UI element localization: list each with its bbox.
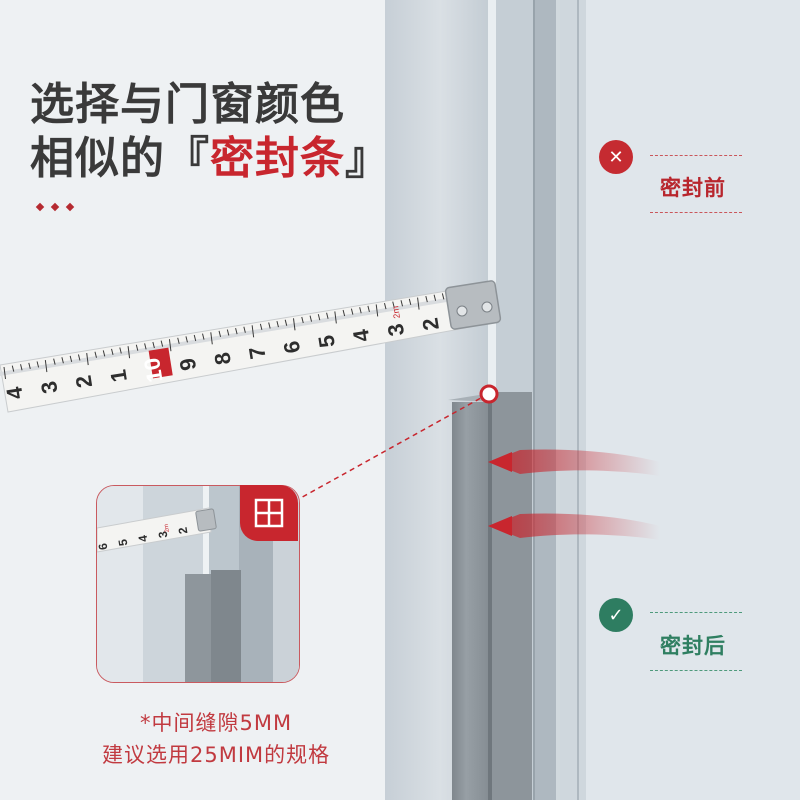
tape-tick <box>425 295 428 303</box>
tape-digit: 9 <box>175 356 202 372</box>
tape-tick <box>210 332 213 345</box>
tape-tick <box>326 312 329 319</box>
tape-tick <box>86 353 89 366</box>
divider-line <box>650 670 742 671</box>
decorative-dots <box>35 202 75 212</box>
tape-tick <box>127 346 131 359</box>
tape-tick <box>77 354 81 361</box>
tape-tick <box>301 316 304 324</box>
tape-unit: 2m <box>390 305 402 319</box>
tape-tick <box>61 357 64 364</box>
tape-tick <box>342 309 346 317</box>
tape-tick <box>284 319 288 326</box>
tape-tick <box>144 343 147 350</box>
inset-tape-digit: 6 <box>97 542 110 551</box>
divider-line <box>650 612 742 613</box>
tape-tick <box>433 294 437 301</box>
tape-tick <box>417 297 420 310</box>
tape-tick <box>235 327 238 335</box>
inset-tape-digit: 3 <box>156 530 171 539</box>
tape-tick <box>292 318 296 331</box>
tape-tick <box>119 347 122 354</box>
tape-digit: 2 <box>71 374 98 390</box>
tape-tick <box>94 351 97 358</box>
inset-tape-digit: 2 <box>176 526 191 535</box>
tape-tick <box>375 304 379 317</box>
inset-tape-digit: 5 <box>116 538 131 547</box>
tape-tick <box>441 293 445 300</box>
tape-tick <box>276 321 279 328</box>
tape-tick <box>193 334 197 342</box>
tape-tick <box>160 340 164 347</box>
tape-digit: 6 <box>279 339 306 355</box>
check-mark-icon: ✓ <box>599 598 633 632</box>
tape-tick <box>317 314 321 321</box>
tape-tick <box>53 358 56 365</box>
headline-accent: 密封条 <box>210 132 345 184</box>
gap-caption: *中间缝隙5MM 建议选用25MIM的规格 <box>102 708 330 771</box>
tape-tick <box>226 329 230 336</box>
tape-tick <box>334 311 337 324</box>
tape-digit: 10 <box>139 356 168 384</box>
caption-line-1: *中间缝隙5MM <box>140 711 293 735</box>
tape-tick <box>309 315 313 322</box>
tape-tick <box>3 366 6 380</box>
divider-line <box>650 155 742 156</box>
tape-tick <box>44 359 48 373</box>
headline-line-2-suffix: 』 <box>345 132 390 184</box>
tape-tick <box>102 350 106 357</box>
tape-digit: 7 <box>244 345 271 361</box>
tape-tick <box>359 307 362 314</box>
tape-tick <box>69 355 73 363</box>
tape-tick <box>28 362 31 369</box>
tape-tick <box>135 344 139 351</box>
tape-tick <box>392 301 395 308</box>
callout-connector <box>296 393 489 501</box>
caption-line-2: 建议选用25MIM的规格 <box>102 742 331 767</box>
tape-tick <box>367 305 370 312</box>
headline-line-1: 选择与门窗颜色 <box>30 79 345 130</box>
headline-line-2-prefix: 相似的『 <box>30 132 210 184</box>
tape-digit: 8 <box>209 351 236 367</box>
compression-arrows <box>488 449 660 540</box>
window-frame-icon <box>240 485 298 541</box>
tape-digit: 1 <box>105 368 132 384</box>
tape-tick <box>218 330 222 337</box>
tape-tick <box>152 341 155 349</box>
before-seal-label: 密封前 <box>660 176 726 200</box>
x-mark-icon: ✕ <box>599 140 633 174</box>
divider-line <box>650 212 742 213</box>
tape-digit: 5 <box>313 333 340 349</box>
tape-tick <box>350 308 354 315</box>
inset-tape-digit: 4 <box>136 534 151 543</box>
tape-tick <box>111 348 114 356</box>
tape-tick <box>168 339 172 352</box>
inset-tape-unit: 2m <box>164 523 171 532</box>
tape-tick <box>268 322 271 329</box>
callout-point <box>479 384 499 404</box>
tape-tick <box>20 364 23 371</box>
tape-tick <box>177 337 180 344</box>
tape-tick <box>243 326 246 333</box>
tape-red-marker <box>148 347 173 379</box>
after-seal-label: 密封后 <box>660 634 726 658</box>
tape-tick <box>185 336 188 343</box>
tape-tick <box>11 365 15 372</box>
headline: 选择与门窗颜色 相似的『密封条』 <box>30 78 390 185</box>
tape-digit: 3 <box>36 379 63 395</box>
tape-digit: 4 <box>1 384 28 401</box>
tape-tick <box>202 333 205 340</box>
tape-tick <box>251 325 255 338</box>
tape-tick <box>408 298 412 306</box>
tape-digit: 2 <box>417 316 444 332</box>
tape-digit: 3 <box>383 322 410 338</box>
tape-tick <box>36 361 40 368</box>
tape-tick <box>400 300 404 307</box>
tape-digit: 4 <box>348 327 375 344</box>
tape-tick <box>383 302 387 310</box>
tape-tick <box>259 323 263 331</box>
